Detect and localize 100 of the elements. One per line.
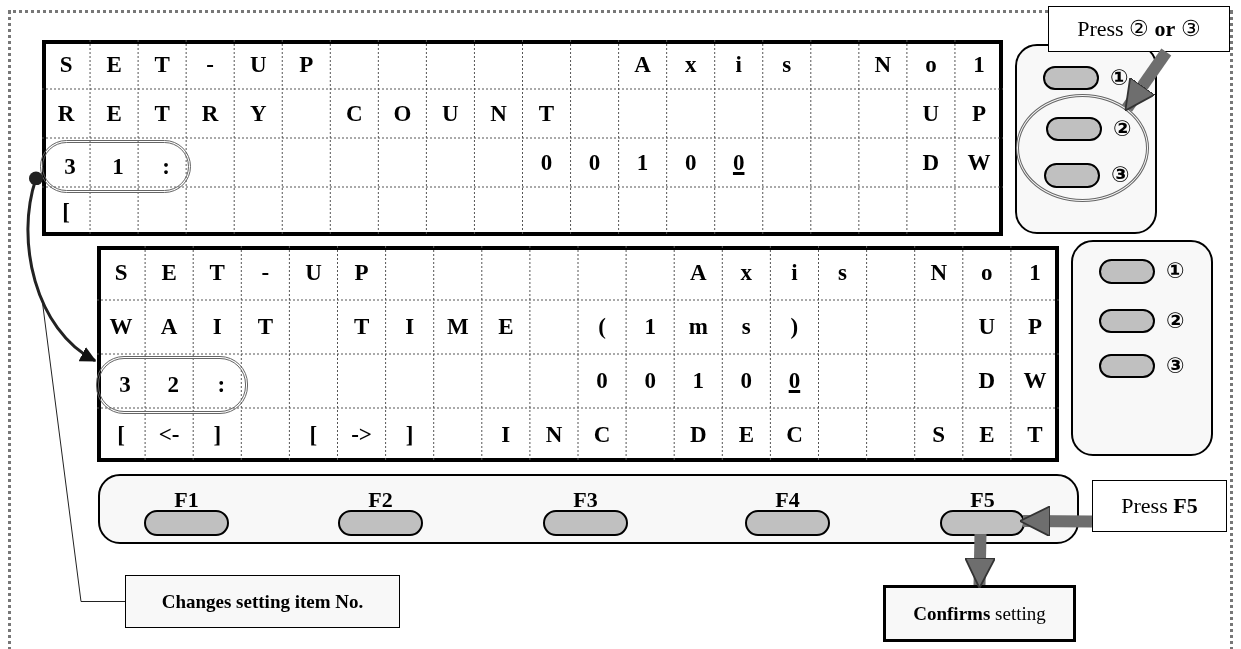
screen-character: 0	[595, 368, 609, 394]
key-label: F3	[572, 488, 599, 512]
screen-character: W	[1022, 368, 1048, 394]
screen-character: W	[108, 314, 134, 340]
screen-character: 0	[787, 368, 802, 394]
screen-character: 1	[635, 149, 650, 176]
screen-character: ->	[350, 422, 373, 448]
note-box	[883, 585, 1076, 642]
screen-character: ]	[212, 422, 223, 448]
screen-character: i	[734, 51, 743, 78]
screen-character: I	[500, 422, 512, 448]
screen-character: A	[159, 314, 179, 340]
callout-box	[1048, 6, 1230, 52]
screen-character: N	[489, 100, 508, 127]
callout-text: Press F5	[1121, 493, 1198, 519]
screen-character: [	[61, 198, 71, 225]
leader-line	[41, 300, 126, 602]
screen-character: T	[352, 314, 371, 340]
screen-character: R	[56, 100, 76, 127]
screen-character: C	[785, 422, 804, 448]
screen-character: <-	[157, 422, 181, 448]
screen-character: E	[737, 422, 755, 448]
screen-character: T	[256, 314, 274, 340]
screen-character: T	[1026, 422, 1044, 448]
screen-character: 1	[1028, 260, 1042, 286]
screen-character: U	[441, 100, 460, 127]
note-text: Confirms setting	[913, 602, 1046, 625]
screen-character: P	[1026, 314, 1043, 340]
screen-character: 0	[731, 149, 746, 176]
block-arrow	[964, 533, 996, 589]
key-number: ①	[1166, 259, 1185, 283]
callout-text: Press ② or ③	[1077, 16, 1201, 42]
key-label: F2	[367, 488, 394, 512]
screen-character: W	[966, 149, 992, 176]
screen-character: M	[445, 314, 470, 340]
screen-character: s	[740, 314, 752, 340]
key-number: ③	[1166, 354, 1185, 378]
screen-character: [	[116, 422, 126, 448]
key-label: F1	[173, 488, 200, 512]
screen-character: m	[687, 314, 709, 340]
screen-character: ]	[404, 422, 415, 448]
screen-character: 3	[118, 372, 132, 398]
key-button	[1099, 354, 1155, 378]
screen-character: D	[977, 368, 997, 394]
screen-character: [	[308, 422, 319, 448]
screen-character: x	[683, 51, 698, 78]
screen-character: I	[404, 314, 416, 340]
key-button	[1046, 117, 1102, 141]
screen-character: 0	[739, 368, 754, 394]
screen-character: 0	[587, 149, 602, 176]
screen-character: I	[211, 314, 223, 340]
screen-character: E	[105, 51, 123, 78]
screen-character: 1	[972, 51, 986, 78]
screen-character: -	[205, 51, 215, 78]
screen-character: C	[345, 100, 364, 127]
screen-character: E	[160, 260, 178, 286]
block-arrow	[1122, 48, 1172, 112]
screen-character: 2	[166, 372, 180, 398]
key-button	[1099, 309, 1155, 333]
screen-character: S	[58, 51, 74, 78]
screen-character: E	[497, 314, 515, 340]
screen-character: E	[105, 100, 123, 127]
key-button	[1043, 66, 1099, 90]
screen-character: 3	[63, 153, 77, 180]
key-label: F5	[969, 488, 996, 512]
key-number: ②	[1166, 309, 1185, 333]
key-label: F4	[774, 488, 801, 512]
screen-character: 1	[691, 368, 705, 394]
screen-character: E	[978, 422, 996, 448]
screen-character: A	[688, 260, 708, 286]
screen-character: i	[790, 260, 799, 286]
note-text: Changes setting item No.	[161, 590, 364, 613]
screen-character: )	[789, 314, 800, 340]
screen-character: s	[781, 51, 793, 78]
screen-character: O	[392, 100, 413, 127]
screen-character: R	[200, 100, 220, 127]
callout-box	[1092, 480, 1227, 532]
screen-character: U	[248, 51, 268, 78]
screen-character: T	[153, 100, 171, 127]
screen-character: 0	[643, 368, 657, 394]
screen-character: (	[597, 314, 607, 340]
screen-character: 1	[111, 153, 125, 180]
screen-character: :	[161, 153, 171, 180]
screen-character: x	[739, 260, 754, 286]
screen-character: 0	[683, 149, 698, 176]
screen-character: o	[924, 51, 938, 78]
key-panel	[1071, 240, 1213, 456]
lcd-screen	[42, 40, 1003, 236]
key-number: ①	[1110, 66, 1129, 90]
screen-character: S	[931, 422, 947, 448]
screen-character: P	[298, 51, 315, 78]
screen-character: D	[688, 422, 708, 448]
screen-character: U	[921, 100, 941, 127]
screen-character: N	[873, 51, 893, 78]
key-panel	[98, 474, 1079, 544]
screen-character: o	[980, 260, 994, 286]
note-box	[125, 575, 400, 628]
screen-character: N	[929, 260, 949, 286]
screen-character: 1	[643, 314, 657, 340]
lcd-screen	[97, 246, 1059, 462]
